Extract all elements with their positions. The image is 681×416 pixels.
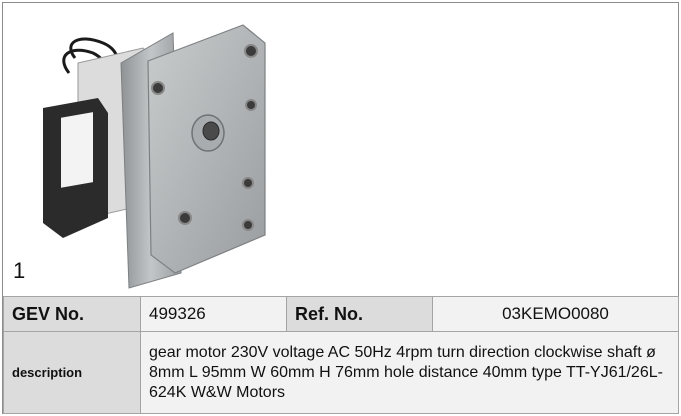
screw — [178, 211, 192, 225]
screw — [245, 99, 257, 111]
screw — [242, 219, 254, 231]
product-image — [43, 24, 266, 289]
coil-label — [61, 112, 93, 188]
screw — [151, 81, 165, 95]
ref-value: 03KEMO0080 — [432, 296, 679, 332]
gev-value: 499326 — [140, 296, 287, 332]
description-label: description — [3, 331, 141, 414]
product-image-area: 1 — [3, 3, 678, 293]
spec-row-description: description gear motor 230V voltage AC 5… — [3, 331, 679, 414]
screw — [242, 177, 254, 189]
image-number: 1 — [13, 258, 26, 283]
gev-label: GEV No. — [3, 296, 141, 332]
spec-table: GEV No. 499326 Ref. No. 03KEMO0080 descr… — [3, 296, 679, 414]
ref-label: Ref. No. — [286, 296, 433, 332]
spec-row-ids: GEV No. 499326 Ref. No. 03KEMO0080 — [3, 296, 679, 332]
description-text: gear motor 230V voltage AC 50Hz 4rpm tur… — [140, 331, 679, 414]
shaft — [202, 121, 220, 141]
screw — [244, 44, 258, 58]
